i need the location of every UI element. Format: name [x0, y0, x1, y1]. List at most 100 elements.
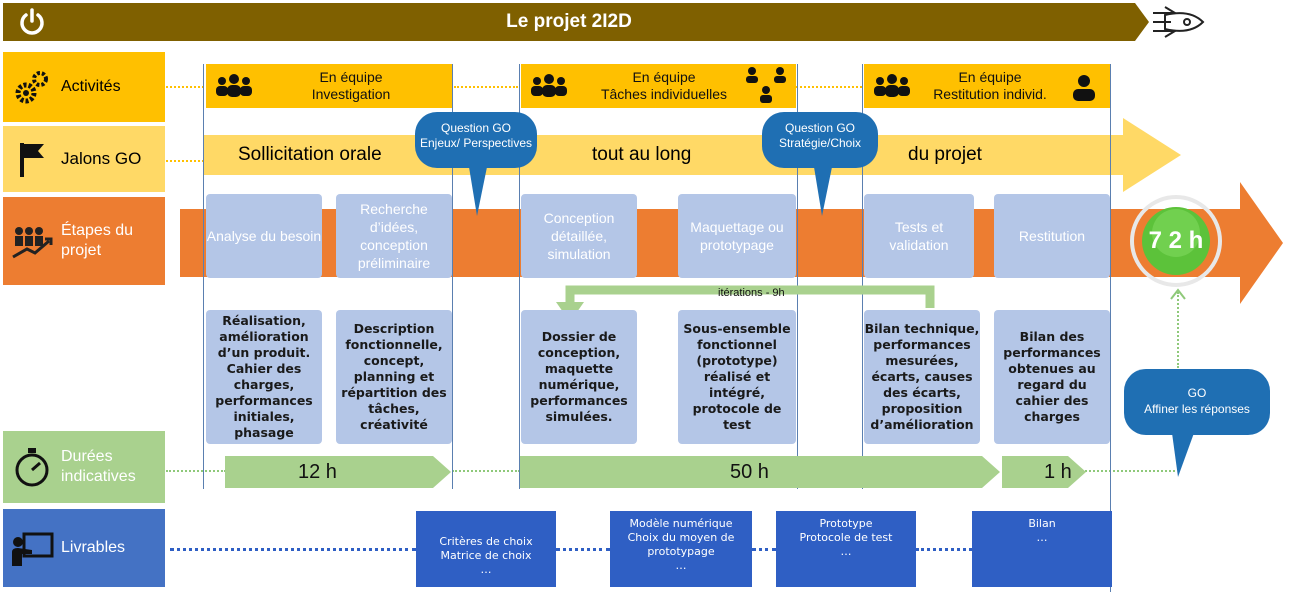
- deliverable-box: Modèle numérique Choix du moyen de proto…: [610, 511, 752, 587]
- deliverable-line: …: [1036, 531, 1048, 544]
- description-box: Sous-ensemble fonctionnel (prototype) ré…: [678, 310, 796, 444]
- row-label-livrables: Livrables: [3, 509, 165, 587]
- connector: [556, 548, 610, 551]
- team-icon: [212, 74, 256, 102]
- connector: [916, 548, 972, 551]
- person-icon: [1070, 74, 1098, 106]
- activity-line2: Tâches individuelles: [600, 86, 728, 102]
- row-label-etapes: Étapes du projet: [3, 197, 165, 285]
- stage-box: Maquettage ou prototypage: [678, 194, 796, 278]
- stage-box: Tests et validation: [864, 194, 974, 278]
- deliverable-box: Critères de choix Matrice de choix …: [416, 511, 556, 587]
- row-label-activites: Activités: [3, 52, 165, 122]
- deliverable-box: Bilan …: [972, 511, 1112, 587]
- stage-box: Recherche d’idées, conception préliminai…: [336, 194, 452, 278]
- jalon-text-1: Sollicitation orale: [238, 144, 382, 165]
- description-box: Bilan technique, performances mesurées, …: [864, 310, 980, 444]
- activity-line1: En équipe: [958, 69, 1022, 85]
- row-label-text: Jalons GO: [61, 149, 142, 168]
- deliverable-line: Bilan: [1028, 517, 1056, 530]
- question-bubble: Question GO Stratégie/Choix: [762, 112, 878, 220]
- deliverable-line: …: [480, 563, 492, 576]
- row-label-text: Durées indicatives: [61, 448, 136, 485]
- question-line1: Question GO: [784, 121, 856, 135]
- total-hours: 7 2 h: [1148, 227, 1204, 254]
- phase-divider: [519, 64, 520, 489]
- connector: [166, 160, 204, 162]
- stopwatch-icon: [3, 446, 61, 488]
- iterations-label: itérations - 9h: [718, 287, 785, 299]
- go-line1: GO: [1187, 386, 1207, 400]
- connector: [170, 548, 416, 551]
- go-bubble: GO Affiner les réponses: [1124, 369, 1270, 479]
- description-box: Réalisation, amélioration d’un produit. …: [206, 310, 322, 444]
- stage-box: Analyse du besoin: [206, 194, 322, 278]
- connector: [454, 86, 518, 88]
- phase-divider: [1110, 64, 1111, 592]
- deliverable-line: Matrice de choix: [440, 549, 532, 562]
- duration-label: 50 h: [730, 461, 769, 483]
- team-growth-icon: [3, 223, 61, 259]
- row-label-jalons: Jalons GO: [3, 126, 165, 192]
- deliverable-line: Choix du moyen de prototypage: [627, 531, 735, 558]
- connector: [1085, 470, 1175, 472]
- description-box: Dossier de conception, maquette numériqu…: [521, 310, 637, 444]
- stage-box: Conception détaillée, simulation: [521, 194, 637, 278]
- phase-divider: [797, 64, 798, 489]
- flag-icon: [3, 139, 61, 179]
- team-icon: [527, 74, 571, 102]
- individuals-icon: [743, 66, 789, 110]
- go-line2: Affiner les réponses: [1144, 402, 1250, 416]
- team-icon: [870, 74, 914, 102]
- description-box: Bilan des performances obtenues au regar…: [994, 310, 1110, 444]
- duration-arrow: [225, 456, 451, 488]
- total-badge: 7 2 h: [1128, 193, 1224, 289]
- rocket-icon: [1135, 3, 1215, 46]
- activity-box: En équipe Investigation: [206, 64, 452, 108]
- duration-arrow: [1002, 456, 1086, 488]
- row-label-text: Étapes du projet: [61, 222, 134, 259]
- row-label-text: Livrables: [61, 539, 126, 556]
- activity-box: En équipe Restitution individ.: [864, 64, 1110, 108]
- deliverable-line: Modèle numérique: [629, 517, 733, 530]
- activity-line1: En équipe: [632, 69, 696, 85]
- deliverable-line: …: [840, 545, 852, 558]
- deliverable-line: …: [675, 559, 687, 572]
- row-label-durees: Durées indicatives: [3, 431, 165, 503]
- jalon-text-3: du projet: [908, 144, 982, 165]
- duration-label: 1 h: [1044, 461, 1072, 483]
- row-label-text: Activités: [61, 78, 121, 95]
- power-icon: [17, 7, 47, 43]
- connector: [166, 86, 204, 88]
- connector: [796, 86, 862, 88]
- gears-icon: [3, 67, 61, 107]
- question-line1: Question GO: [440, 121, 512, 135]
- activity-line2: Restitution individ.: [933, 86, 1047, 102]
- description-box: Description fonctionnelle, concept, plan…: [336, 310, 452, 444]
- title-bar: Le projet 2I2D: [3, 3, 1135, 41]
- duration-arrow: [520, 456, 1000, 488]
- phase-divider: [862, 64, 863, 489]
- jalon-text-2: tout au long: [592, 144, 692, 165]
- stage-box: Restitution: [994, 194, 1110, 278]
- page-title: Le projet 2I2D: [506, 11, 632, 32]
- connector: [752, 548, 776, 551]
- deliverable-line: Prototype: [819, 517, 873, 530]
- phase-divider: [452, 64, 453, 489]
- connector: [452, 470, 520, 472]
- arrowhead: [1170, 288, 1186, 300]
- activity-line1: En équipe: [319, 69, 383, 85]
- deliverable-line: Protocole de test: [799, 531, 893, 544]
- presentation-icon: [3, 528, 61, 568]
- question-bubble: Question GO Enjeux/ Perspectives: [415, 112, 537, 220]
- connector: [166, 470, 226, 472]
- deliverable-line: Critères de choix: [439, 535, 533, 548]
- question-line2: Enjeux/ Perspectives: [419, 136, 533, 150]
- connector: [1177, 292, 1179, 368]
- phase-divider: [203, 64, 204, 489]
- activity-line2: Investigation: [311, 86, 391, 102]
- activity-box: En équipe Tâches individuelles: [521, 64, 796, 108]
- duration-label: 12 h: [298, 461, 337, 483]
- question-line2: Stratégie/Choix: [778, 136, 862, 150]
- deliverable-box: Prototype Protocole de test …: [776, 511, 916, 587]
